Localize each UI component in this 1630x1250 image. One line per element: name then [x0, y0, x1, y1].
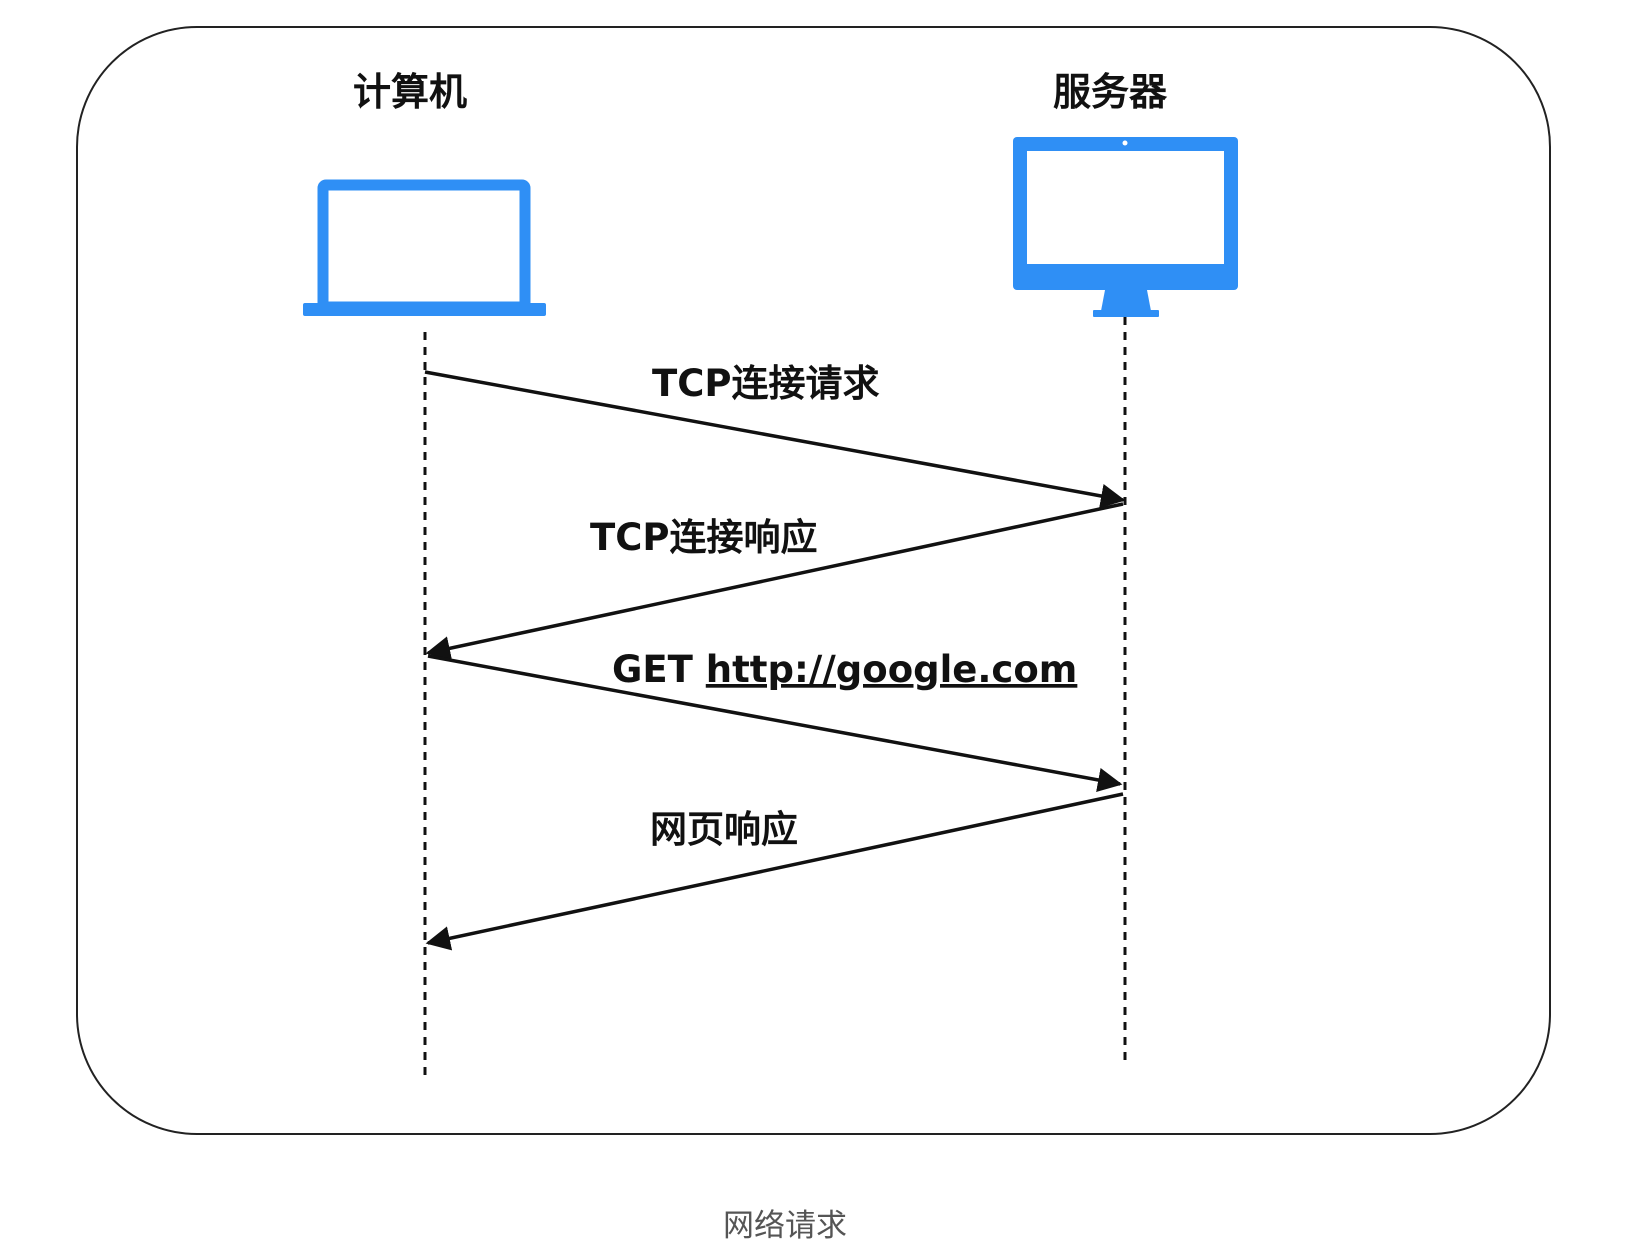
get-request-label: GET http://google.com	[612, 648, 1077, 691]
laptop-icon	[303, 179, 546, 316]
diagram-frame	[76, 26, 1551, 1135]
get-method-text: GET	[612, 648, 706, 691]
tcp-response-arrow	[425, 502, 1124, 661]
figure-caption: 网络请求	[723, 1208, 847, 1244]
page-response-label: 网页响应	[650, 808, 798, 851]
monitor-icon	[1013, 137, 1238, 317]
get-request-arrow	[427, 654, 1123, 793]
tcp-request-label: TCP连接请求	[652, 362, 880, 405]
tcp-request-arrow	[424, 370, 1126, 509]
page-response-arrow	[425, 792, 1124, 951]
computer-label: 计算机	[353, 70, 467, 114]
google-link[interactable]: http://google.com	[706, 648, 1078, 691]
server-label: 服务器	[1053, 70, 1168, 114]
tcp-response-label: TCP连接响应	[590, 516, 818, 559]
